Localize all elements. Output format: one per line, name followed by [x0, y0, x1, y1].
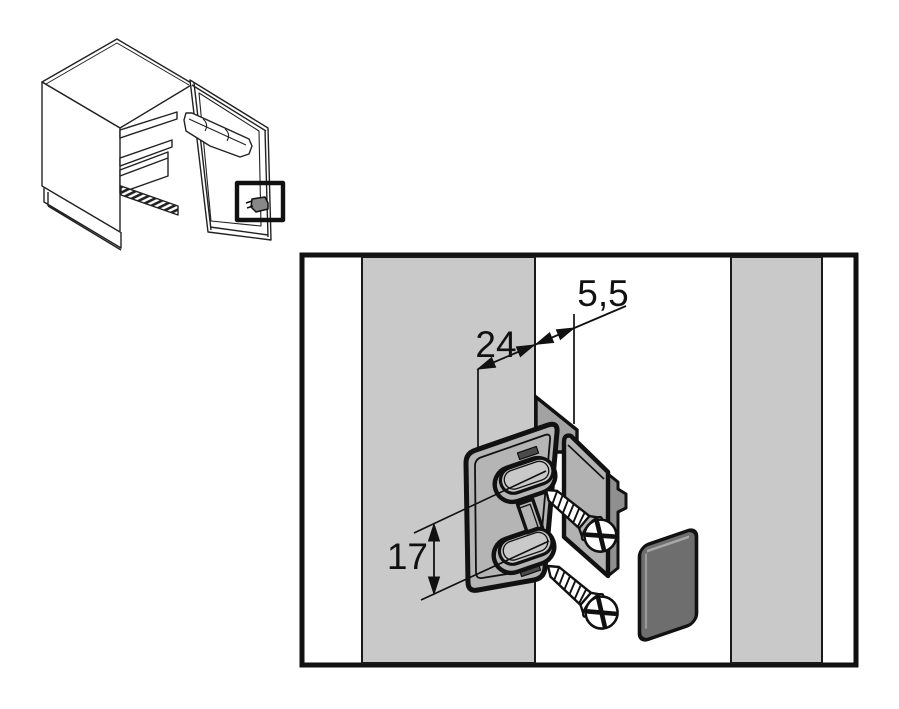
flap-side-face: [606, 472, 628, 578]
cabinet-plinth: [43, 188, 122, 251]
cabinet-overview-illustration: [41, 38, 286, 251]
cabinet-shelf: [119, 111, 178, 139]
center-window: [515, 497, 545, 535]
screw-slot-lower: [491, 526, 557, 576]
vent-grille: [120, 185, 179, 216]
door-panel: [730, 256, 823, 664]
cabinet-shelf: [119, 139, 173, 167]
hinge-fitting-glyph: [245, 196, 269, 213]
dimension-label-5-5: 5,5: [577, 273, 628, 314]
cover-cap: [637, 528, 699, 642]
dimension-label-24: 24: [475, 324, 516, 365]
detail-view: 24 5,5: [299, 252, 859, 668]
cabinet-left-side: [41, 81, 121, 233]
dimension-24-and-5-5: 24 5,5: [475, 273, 629, 453]
dimension-17: 17: [387, 470, 550, 601]
plate-notch-top: [516, 445, 540, 461]
detail-callout-rectangle: [234, 180, 286, 223]
mounting-plate: [463, 421, 560, 593]
dimension-label-17: 17: [387, 536, 428, 577]
